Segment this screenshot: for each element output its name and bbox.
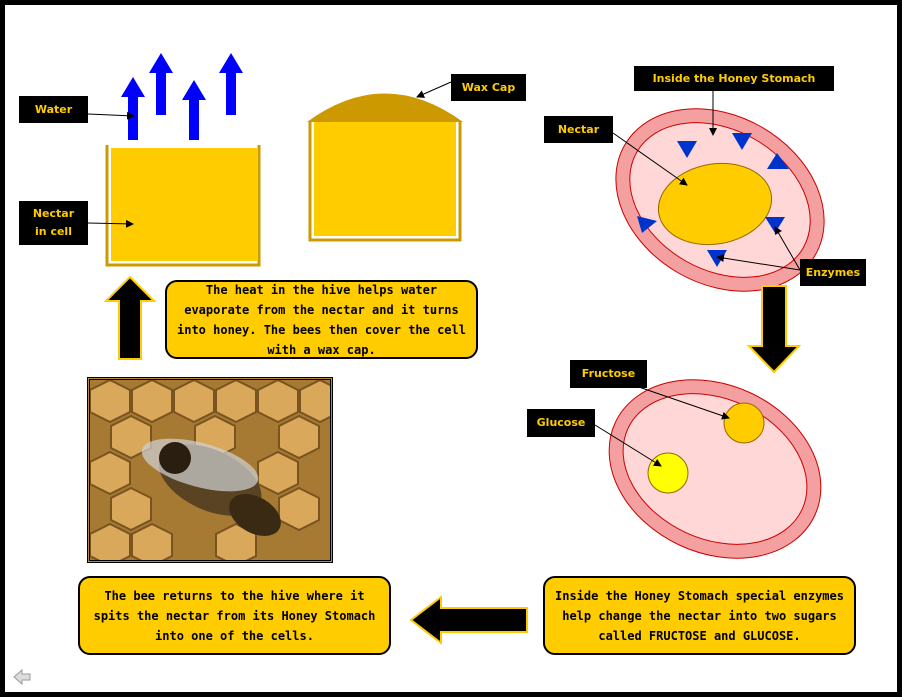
fructose-label: Fructose <box>570 360 647 388</box>
wax-cap-label: Wax Cap <box>451 74 526 101</box>
bee-on-honeycomb-photo <box>87 377 333 563</box>
fructose-molecule <box>723 402 765 444</box>
diagram-graphics <box>13 53 825 686</box>
left-arrow <box>409 594 528 646</box>
glucose-label: Glucose <box>527 409 595 437</box>
evaporation-caption: The heat in the hive helps water evapora… <box>165 280 478 359</box>
inside-honey-stomach-label: Inside the Honey Stomach <box>634 66 834 91</box>
honey-stomach-nectar <box>615 108 825 292</box>
vapor-arrow <box>182 80 206 140</box>
vapor-arrow <box>149 53 173 115</box>
return-to-hive-caption: The bee returns to the hive where it spi… <box>78 576 391 655</box>
capped-cell <box>307 93 463 242</box>
vapor-arrow <box>121 77 145 140</box>
slide: Water Nectar in cell Wax Cap Inside the … <box>5 5 897 692</box>
honey-stomach-sugars <box>608 379 822 559</box>
honey-fill <box>314 122 456 236</box>
open-cell <box>105 145 261 267</box>
nectar-fill <box>111 148 257 261</box>
wax-cap-shape <box>307 93 463 122</box>
bee <box>141 438 281 536</box>
back-arrow-icon[interactable] <box>13 668 31 686</box>
up-arrow <box>103 275 157 360</box>
water-vapor-arrows <box>121 53 243 140</box>
enzymes-label: Enzymes <box>800 259 866 286</box>
nectar-in-cell-line2: in cell <box>35 225 72 238</box>
nectar-label: Nectar <box>544 116 613 143</box>
vapor-arrow <box>219 53 243 115</box>
down-arrow <box>746 285 802 374</box>
nectar-in-cell-line1: Nectar <box>32 207 75 220</box>
glucose-molecule <box>647 452 689 494</box>
enzymes-caption: Inside the Honey Stomach special enzymes… <box>543 576 856 655</box>
nectar-in-cell-label: Nectar in cell <box>19 201 88 245</box>
water-label: Water <box>19 96 88 123</box>
